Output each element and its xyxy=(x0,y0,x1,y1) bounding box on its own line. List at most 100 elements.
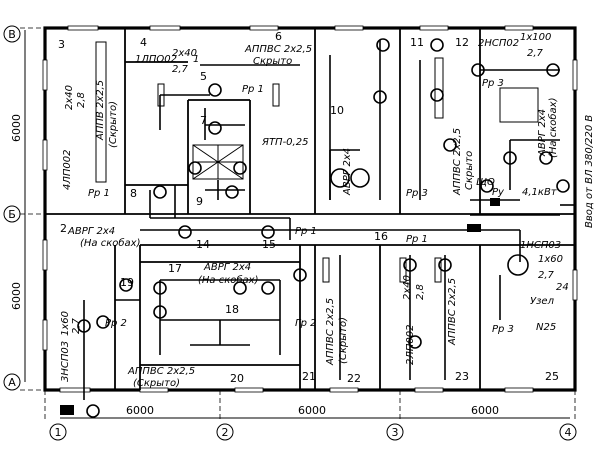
label-rp3-a: Рр 3 xyxy=(406,188,428,199)
label-c36: 2ЛП002 xyxy=(405,325,416,366)
label-c11: 2х40 xyxy=(64,85,75,110)
room-22: 22 xyxy=(347,372,361,385)
label-c4: 1 xyxy=(193,54,199,65)
label-c25: (На скобах) xyxy=(547,98,559,159)
axis-col-4: 4 xyxy=(565,426,572,439)
axis-row-b: Б xyxy=(8,208,16,221)
label-c12: 2,8 xyxy=(76,92,87,108)
room-6: 6 xyxy=(275,30,282,43)
dashed-lines xyxy=(20,27,576,420)
label-c26: АВРГ 2х4 xyxy=(203,262,251,273)
outer-walls xyxy=(43,26,577,392)
axis-col-1: 1 xyxy=(55,426,62,439)
room-9: 9 xyxy=(196,195,203,208)
room-10: 10 xyxy=(330,104,344,117)
label-c16: АППВС 2х2,5 xyxy=(452,128,463,196)
label-c14: (Скрыто) xyxy=(108,101,119,148)
label-rp1-a: Рр 1 xyxy=(88,188,110,199)
room-7: 7 xyxy=(200,114,207,127)
windows xyxy=(42,25,578,393)
label-c33: N25 xyxy=(536,322,556,333)
label-c38: 2,8 xyxy=(415,284,426,300)
label-c44: (Скрыто) xyxy=(133,378,180,389)
label-c1: 1ЛПО02 xyxy=(135,54,177,65)
room-18: 18 xyxy=(225,303,239,316)
room-2: 2 xyxy=(60,222,67,235)
room-numbers: 2 3 4 5 6 7 8 9 10 11 12 14 15 16 17 18 … xyxy=(58,30,559,385)
label-c31: 24 xyxy=(556,282,569,293)
label-c20: ЯТП-0,25 xyxy=(261,137,308,148)
label-c3: 2,7 xyxy=(172,64,189,75)
dim-x-2: 6000 xyxy=(298,404,326,417)
label-c40: 3НСП03 xyxy=(60,341,71,382)
fixtures xyxy=(77,38,570,418)
label-rp3-c: Рр 3 xyxy=(492,324,514,335)
room-25: 25 xyxy=(545,370,559,383)
label-rp3-b: Рр 3 xyxy=(482,78,504,89)
label-c15: АВРГ 2х4 xyxy=(342,148,353,196)
label-rp1-c: Рр 1 xyxy=(295,226,317,237)
label-rp1-d: Рр 1 xyxy=(406,234,428,245)
label-rp2: Рр 2 xyxy=(105,318,127,329)
label-c22: ЩО xyxy=(476,177,495,188)
label-c32: Узел xyxy=(530,296,555,307)
axis-row-v: В xyxy=(8,28,16,41)
label-c17: Скрыто xyxy=(464,151,475,190)
room-11: 11 xyxy=(410,36,424,49)
room-14: 14 xyxy=(196,238,210,251)
label-c39: АППВС 2х2,5 xyxy=(447,278,458,346)
label-c27: (На скобах) xyxy=(198,274,259,286)
label-c30: 2,7 xyxy=(538,270,555,281)
label-c7: 2НСП02 xyxy=(478,38,519,49)
label-c18: АВРГ 2х4 xyxy=(67,226,115,237)
label-c5: АППВС 2х2,5 xyxy=(244,44,312,55)
label-c35: (Скрыто) xyxy=(338,317,349,364)
dim-x-1: 6000 xyxy=(126,404,154,417)
room-19: 19 xyxy=(120,276,134,289)
axis-col-2: 2 xyxy=(222,426,229,439)
dim-y-1: 6000 xyxy=(10,114,23,142)
panel-labels: Рр 1 Рр 1 Рр 1 Рр 1 Рр 2 Рр 3 Рр 3 Рр 3 … xyxy=(88,78,514,335)
axis-markers: В Б А 1 2 3 4 6000 6000 6000 6000 6000 xyxy=(3,25,577,441)
label-c29: 1х60 xyxy=(538,254,563,265)
room-8: 8 xyxy=(130,187,137,200)
label-c8: 1х100 xyxy=(520,32,551,43)
label-c34: АППВС 2х2,5 xyxy=(325,298,336,366)
cable-labels: 1ЛПО02 2х40 2,7 1 АППВС 2х2,5 Скрыто 2НС… xyxy=(60,32,595,389)
room-3: 3 xyxy=(58,38,65,51)
label-c10: 4ЛП002 xyxy=(62,150,73,191)
room-16: 16 xyxy=(374,230,388,243)
label-c41: 1х60 xyxy=(60,311,71,336)
label-c28: 1НСП03 xyxy=(520,240,561,251)
label-ru: Ру xyxy=(492,187,505,198)
room-5: 5 xyxy=(200,70,207,83)
label-c43: АППВС 2х2,5 xyxy=(127,366,195,377)
axis-col-3: 3 xyxy=(392,426,399,439)
label-gr2: Гр 2 xyxy=(295,318,316,329)
inner-walls xyxy=(45,28,575,390)
room-17: 17 xyxy=(168,262,182,275)
dim-x-3: 6000 xyxy=(471,404,499,417)
room-20: 20 xyxy=(230,372,244,385)
label-c37: 2х40 xyxy=(402,275,413,300)
label-c6: Скрыто xyxy=(253,56,292,67)
panel-boxes xyxy=(60,198,500,415)
room-4: 4 xyxy=(140,36,147,49)
label-c13: АППВ 2х2,5 xyxy=(95,80,106,141)
stair xyxy=(192,144,244,180)
label-rp1-b: Рр 1 xyxy=(242,84,264,95)
label-c24: АВРГ 2х4 xyxy=(537,109,548,157)
label-c19: (На скобах) xyxy=(80,237,141,249)
room-15: 15 xyxy=(262,238,276,251)
label-c21: Ввод от ВЛ 380/220 В xyxy=(584,115,595,228)
label-c42: 2,7 xyxy=(71,317,82,334)
axis-row-a: А xyxy=(8,376,16,389)
room-12: 12 xyxy=(455,36,469,49)
label-c2: 2х40 xyxy=(172,48,197,59)
label-c9: 2,7 xyxy=(527,48,544,59)
dim-y-2: 6000 xyxy=(10,282,23,310)
room-23: 23 xyxy=(455,370,469,383)
room-21: 21 xyxy=(302,370,316,383)
label-c23: 4,1кВт xyxy=(522,187,558,198)
